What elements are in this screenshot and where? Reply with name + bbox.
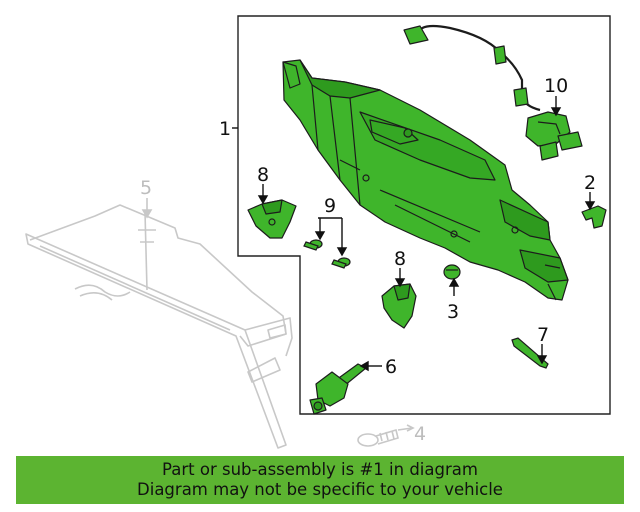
wire-harness [403,24,583,161]
callout-2: 2 [584,172,596,194]
bumper-3 [443,264,461,280]
callout-7: 7 [537,324,549,346]
latch-6 [309,363,367,415]
callout-10: 10 [544,75,568,97]
callout-1: 1 [219,118,231,140]
clips-9 [303,239,351,269]
callout-3: 3 [447,301,459,323]
callout-5: 5 [140,177,152,199]
bracket-8-lower [381,283,417,329]
callout-6: 6 [385,356,397,378]
callout-4: 4 [414,423,426,445]
info-banner: Part or sub-assembly is #1 in diagram Di… [16,456,624,504]
callout-leaders [232,96,596,372]
glove-box-housing [282,59,569,301]
callout-8-upper: 8 [257,164,269,186]
bracket-8-upper [247,199,297,239]
leader-5 [141,198,153,219]
banner-line-2: Diagram may not be specific to your vehi… [137,480,503,499]
callout-9: 9 [324,195,336,217]
assembly-frame [237,15,611,415]
screw-ghost [357,424,415,447]
rod-7 [511,337,549,369]
parts-diagram: 1 2 3 4 5 6 7 8 8 9 10 [25,15,611,449]
callout-8-lower: 8 [394,248,406,270]
clip-2 [581,205,607,229]
glove-box-door-ghost [25,204,293,449]
banner-line-1: Part or sub-assembly is #1 in diagram [162,460,478,479]
